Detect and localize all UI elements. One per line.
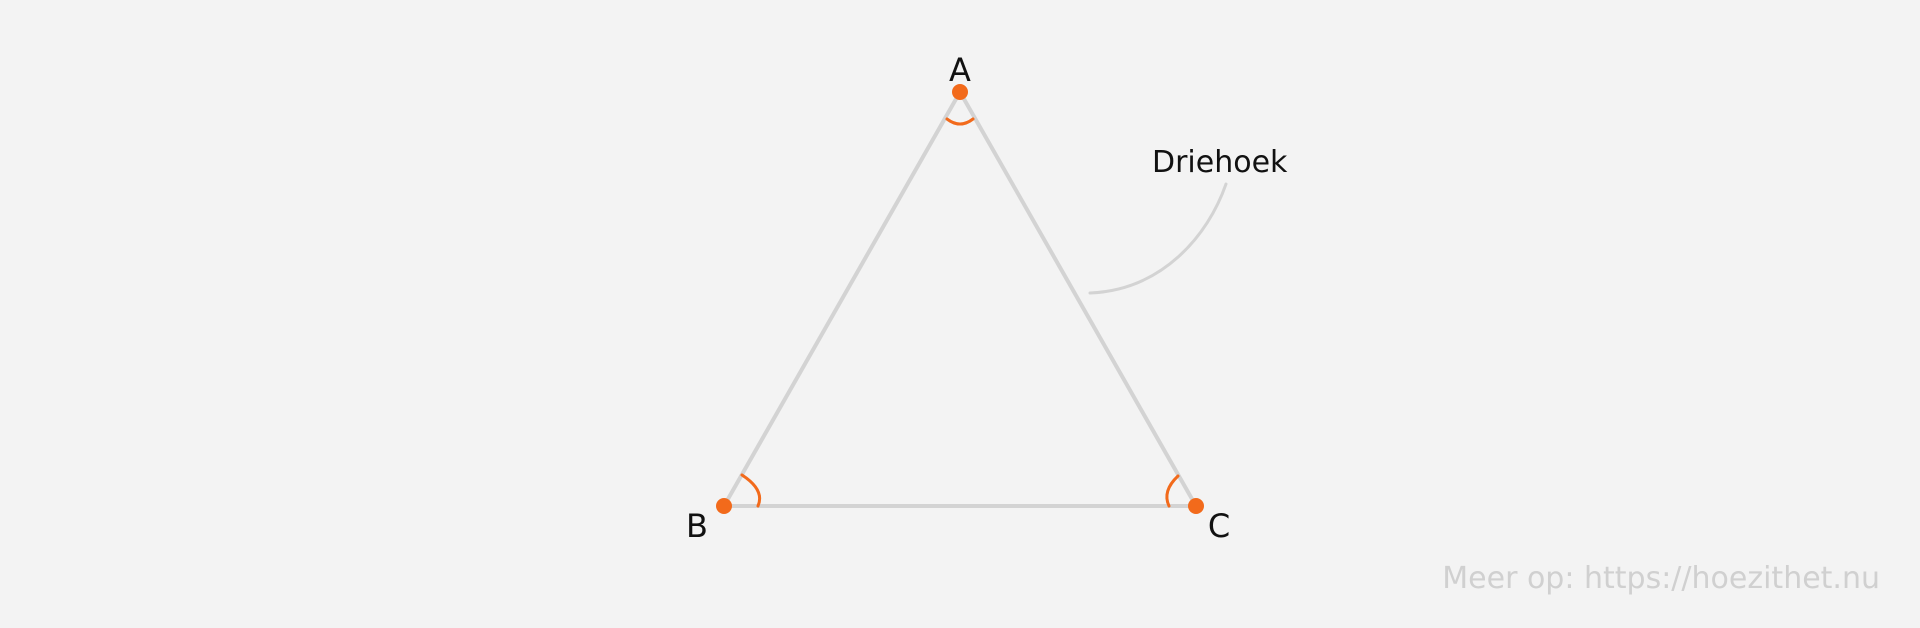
vertex-label-b: B xyxy=(686,507,708,545)
vertex-point-c xyxy=(1188,498,1204,514)
vertex-label-c: C xyxy=(1208,507,1230,545)
angle-arc-c xyxy=(1165,474,1180,508)
vertex-point-b xyxy=(716,498,732,514)
edge-ab xyxy=(722,90,962,508)
vertex-point-a xyxy=(952,84,968,100)
angle-arc-a xyxy=(945,117,975,126)
edge-ac xyxy=(958,90,1198,508)
shape-label-leader xyxy=(1088,182,1228,295)
vertex-label-a: A xyxy=(949,51,971,89)
watermark-text: Meer op: https://hoezithet.nu xyxy=(1442,561,1880,596)
angle-arc-b xyxy=(740,473,762,508)
shape-label: Driehoek xyxy=(1152,145,1288,180)
